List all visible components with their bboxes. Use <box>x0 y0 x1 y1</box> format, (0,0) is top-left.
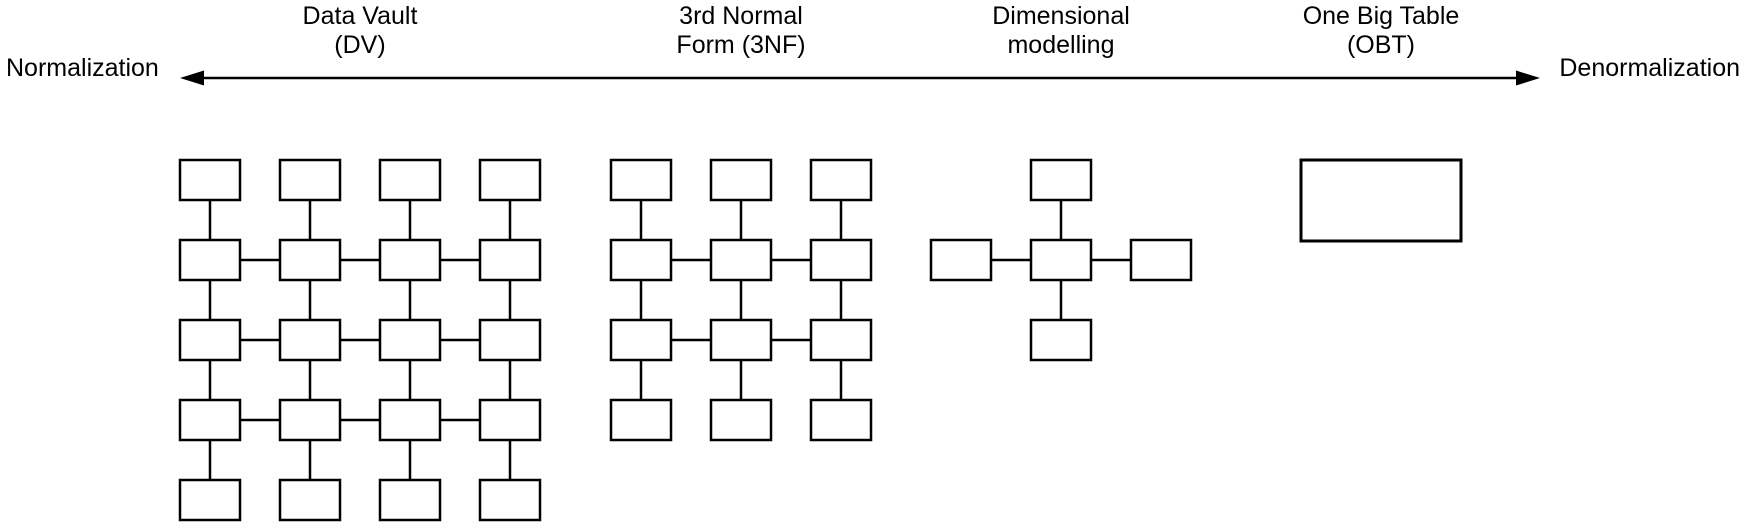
third-normal-form-table-box <box>709 318 773 362</box>
third-normal-form-label-line1: 3rd Normal <box>679 2 803 30</box>
third-normal-form-table-box <box>809 158 873 202</box>
data-vault-table-box <box>178 238 242 282</box>
third-normal-form-label-line2: Form (3NF) <box>676 31 806 59</box>
arrow-head-right <box>1516 70 1540 86</box>
dimensional-modelling-label-line2: modelling <box>1007 31 1115 59</box>
data-vault-table-box <box>178 158 242 202</box>
data-vault-label-line2: (DV) <box>334 31 386 59</box>
denormalization-label: Denormalization <box>1559 54 1740 82</box>
data-vault-table-box <box>178 398 242 442</box>
data-vault-table-box <box>278 398 342 442</box>
arrow-head-left <box>180 70 204 86</box>
data-vault-table-box <box>178 478 242 522</box>
one-big-table-table-box <box>1299 158 1463 243</box>
data-vault-table-box <box>378 238 442 282</box>
dimensional-modelling-table-box <box>1029 238 1093 282</box>
third-normal-form-table-box <box>809 318 873 362</box>
data-vault-table-box <box>178 318 242 362</box>
data-vault-table-box <box>278 238 342 282</box>
third-normal-form-table-box <box>609 158 673 202</box>
third-normal-form-table-box <box>809 238 873 282</box>
third-normal-form-table-box <box>609 398 673 442</box>
third-normal-form-table-box <box>709 238 773 282</box>
data-vault-table-box <box>278 478 342 522</box>
dimensional-modelling-table-box <box>1029 158 1093 202</box>
third-normal-form-table-box <box>709 398 773 442</box>
third-normal-form-table-box <box>609 318 673 362</box>
one-big-table-label-line1: One Big Table <box>1302 2 1460 30</box>
dimensional-modelling-table-box <box>1129 238 1193 282</box>
third-normal-form-table-box <box>609 238 673 282</box>
data-vault-table-box <box>378 318 442 362</box>
data-vault-table-box <box>478 318 542 362</box>
data-vault-table-box <box>478 158 542 202</box>
dimensional-modelling-table-box <box>929 238 993 282</box>
data-vault-table-box <box>278 158 342 202</box>
dimensional-modelling-label-line1: Dimensional <box>992 2 1130 30</box>
data-vault-label-line1: Data Vault <box>302 2 418 30</box>
data-vault-label: Data Vault(DV) <box>303 2 418 60</box>
data-vault-table-box <box>478 478 542 522</box>
data-vault-table-box <box>378 478 442 522</box>
dimensional-modelling-table-box <box>1029 318 1093 362</box>
data-vault-table-box <box>478 238 542 282</box>
normalization-label: Normalization <box>6 54 159 82</box>
data-vault-table-box <box>378 398 442 442</box>
third-normal-form-table-box <box>709 158 773 202</box>
one-big-table-label-line2: (OBT) <box>1346 31 1416 59</box>
third-normal-form-table-box <box>809 398 873 442</box>
one-big-table-label: One Big Table(OBT) <box>1303 2 1460 60</box>
data-vault-table-box <box>478 398 542 442</box>
data-vault-table-box <box>378 158 442 202</box>
data-vault-table-box <box>278 318 342 362</box>
